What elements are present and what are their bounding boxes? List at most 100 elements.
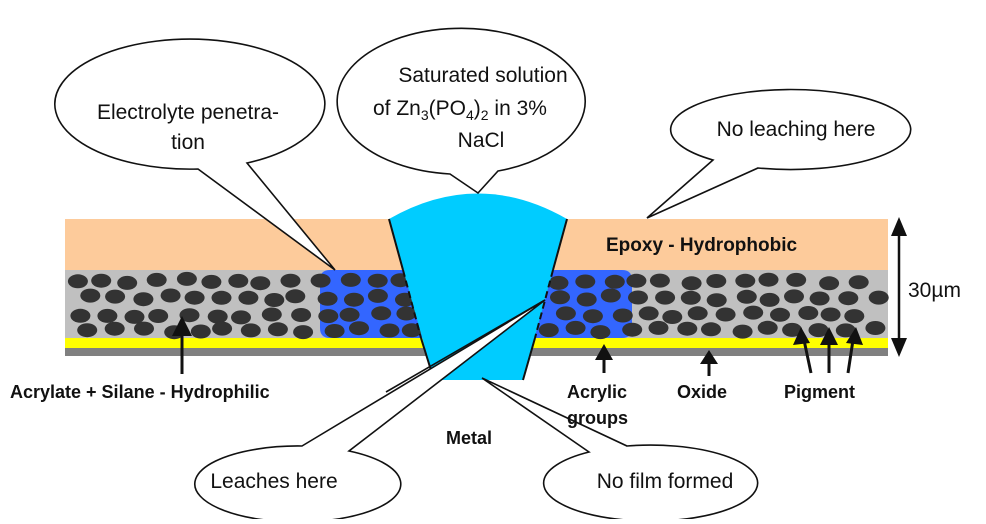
pigment-particle bbox=[367, 273, 388, 288]
pigment-arrow-icon-1 bbox=[793, 327, 810, 345]
callout-electrolyte-line2: tion bbox=[171, 131, 205, 154]
pigment-particle bbox=[649, 273, 670, 288]
pigment-particle bbox=[548, 275, 569, 290]
oxide-annotation: Oxide bbox=[677, 350, 727, 402]
pigment-arrow-icon-2 bbox=[820, 327, 838, 345]
pigment-particle bbox=[401, 323, 422, 338]
pigment-particle bbox=[97, 308, 118, 323]
pigment-particle bbox=[743, 305, 764, 320]
pigment-particle bbox=[582, 309, 603, 324]
droplet-edge-right-lower bbox=[522, 337, 536, 381]
pigment-particle bbox=[285, 289, 306, 304]
pigment-particle bbox=[706, 274, 727, 288]
pigment-particle bbox=[211, 290, 232, 305]
acrylate-arrow-icon bbox=[172, 316, 192, 336]
acrylate-label: Acrylate + Silane - Hydrophilic bbox=[10, 382, 270, 402]
pigment-arrow-shaft-3 bbox=[846, 339, 855, 374]
pigment-particle bbox=[715, 307, 736, 322]
pigment-particle bbox=[538, 323, 559, 338]
pigment-arrow-icon-3 bbox=[846, 327, 863, 345]
pigment-particle bbox=[231, 310, 251, 325]
pigment-particle bbox=[190, 324, 211, 339]
callout-leaches-text: Leaches here bbox=[210, 470, 337, 493]
pigment-particle bbox=[784, 289, 804, 304]
pigment-particle bbox=[176, 271, 197, 286]
pigment-particles bbox=[67, 271, 889, 340]
pigment-particle bbox=[655, 290, 676, 305]
droplet-edge-right-solid bbox=[552, 218, 568, 271]
pigment-particle bbox=[677, 321, 698, 336]
pigment-particle bbox=[104, 321, 125, 336]
pigment-particle bbox=[786, 272, 807, 287]
pigment-label: Pigment bbox=[784, 382, 855, 402]
pigment-particle bbox=[212, 321, 233, 336]
pigment-particle bbox=[77, 323, 98, 338]
acrylic-annotation: Acrylic groups bbox=[567, 344, 628, 428]
pigment-particle bbox=[238, 290, 259, 305]
pigment-particle bbox=[736, 289, 757, 304]
pigment-particle bbox=[759, 292, 780, 307]
epoxy-label: Epoxy - Hydrophobic bbox=[606, 235, 798, 256]
metal-label: Metal bbox=[446, 428, 492, 448]
pigment-particle bbox=[600, 288, 621, 303]
callout-electrolyte: Electrolyte penetra- tion bbox=[54, 38, 336, 271]
thickness-dimension: 30µm bbox=[891, 217, 961, 357]
callout-solution-line2: of Zn3(PO4)2 in 3% bbox=[373, 97, 547, 123]
svg-text:Saturated solution: Saturated solution bbox=[398, 64, 567, 87]
pigment-particle bbox=[757, 320, 778, 335]
pigment-particle bbox=[293, 325, 314, 340]
pigment-particle bbox=[146, 272, 167, 287]
electrolyte-droplet bbox=[389, 193, 567, 380]
pigment-particle bbox=[133, 292, 154, 307]
pigment-particle bbox=[612, 308, 633, 323]
pigment-particle bbox=[134, 321, 154, 336]
pigment-particle bbox=[565, 320, 586, 335]
pigment-particle bbox=[207, 309, 228, 324]
pigment-arrow-shaft-1 bbox=[802, 339, 813, 374]
pigment-particle bbox=[868, 290, 889, 305]
pigment-particle bbox=[317, 291, 338, 306]
pigment-particle bbox=[732, 324, 753, 339]
pigment-particle bbox=[280, 273, 301, 288]
acrylic-label-line1: Acrylic bbox=[567, 382, 627, 402]
pigment-particle bbox=[662, 310, 683, 324]
pigment-particle bbox=[687, 306, 708, 321]
droplet-edge-right-dashed bbox=[534, 269, 554, 339]
leaches-pointer-extra bbox=[385, 299, 546, 393]
callout-no-leaching: No leaching here bbox=[646, 88, 912, 219]
pigment-particle bbox=[638, 306, 659, 321]
acrylate-annotation: Acrylate + Silane - Hydrophilic bbox=[10, 316, 270, 402]
pigment-particle bbox=[379, 323, 400, 338]
pigment-particle bbox=[228, 273, 249, 288]
thickness-arrow-up-icon bbox=[891, 217, 907, 236]
callout-solution: Saturated solution of Zn3(PO4)2 in 3% Na… bbox=[336, 27, 586, 195]
pigment-particle bbox=[324, 324, 345, 338]
pigment-particle bbox=[735, 273, 756, 288]
pigment-particle bbox=[367, 288, 388, 303]
droplet-edge-left-solid bbox=[388, 218, 404, 271]
pigment-particle bbox=[628, 290, 648, 305]
pigment-particle bbox=[80, 288, 101, 303]
pigment-particle bbox=[820, 307, 841, 322]
pigment-particle bbox=[648, 320, 669, 335]
pigment-particle bbox=[590, 325, 611, 340]
oxide-arrow-icon bbox=[700, 350, 718, 364]
callout-electrolyte-line1: Electrolyte penetra- bbox=[97, 101, 279, 124]
pigment-particle bbox=[622, 322, 643, 337]
pigment-particle bbox=[848, 275, 869, 290]
pigment-particle bbox=[626, 273, 647, 288]
pigment-particle bbox=[344, 292, 364, 307]
pigment-particle bbox=[758, 272, 779, 287]
callout-no-leaching-text: No leaching here bbox=[717, 118, 876, 141]
pigment-particle bbox=[179, 308, 200, 323]
acrylic-arrow-icon bbox=[595, 344, 613, 360]
pigment-particle bbox=[67, 274, 88, 289]
pigment-particle bbox=[681, 276, 702, 291]
pigment-particle bbox=[250, 276, 271, 291]
pigment-particle bbox=[318, 309, 339, 324]
pigment-particle bbox=[706, 293, 727, 308]
pigment-particle bbox=[339, 307, 360, 322]
callout-no-film: No film formed bbox=[481, 377, 759, 522]
pigment-particle bbox=[340, 272, 361, 287]
pigment-particle bbox=[264, 293, 285, 307]
